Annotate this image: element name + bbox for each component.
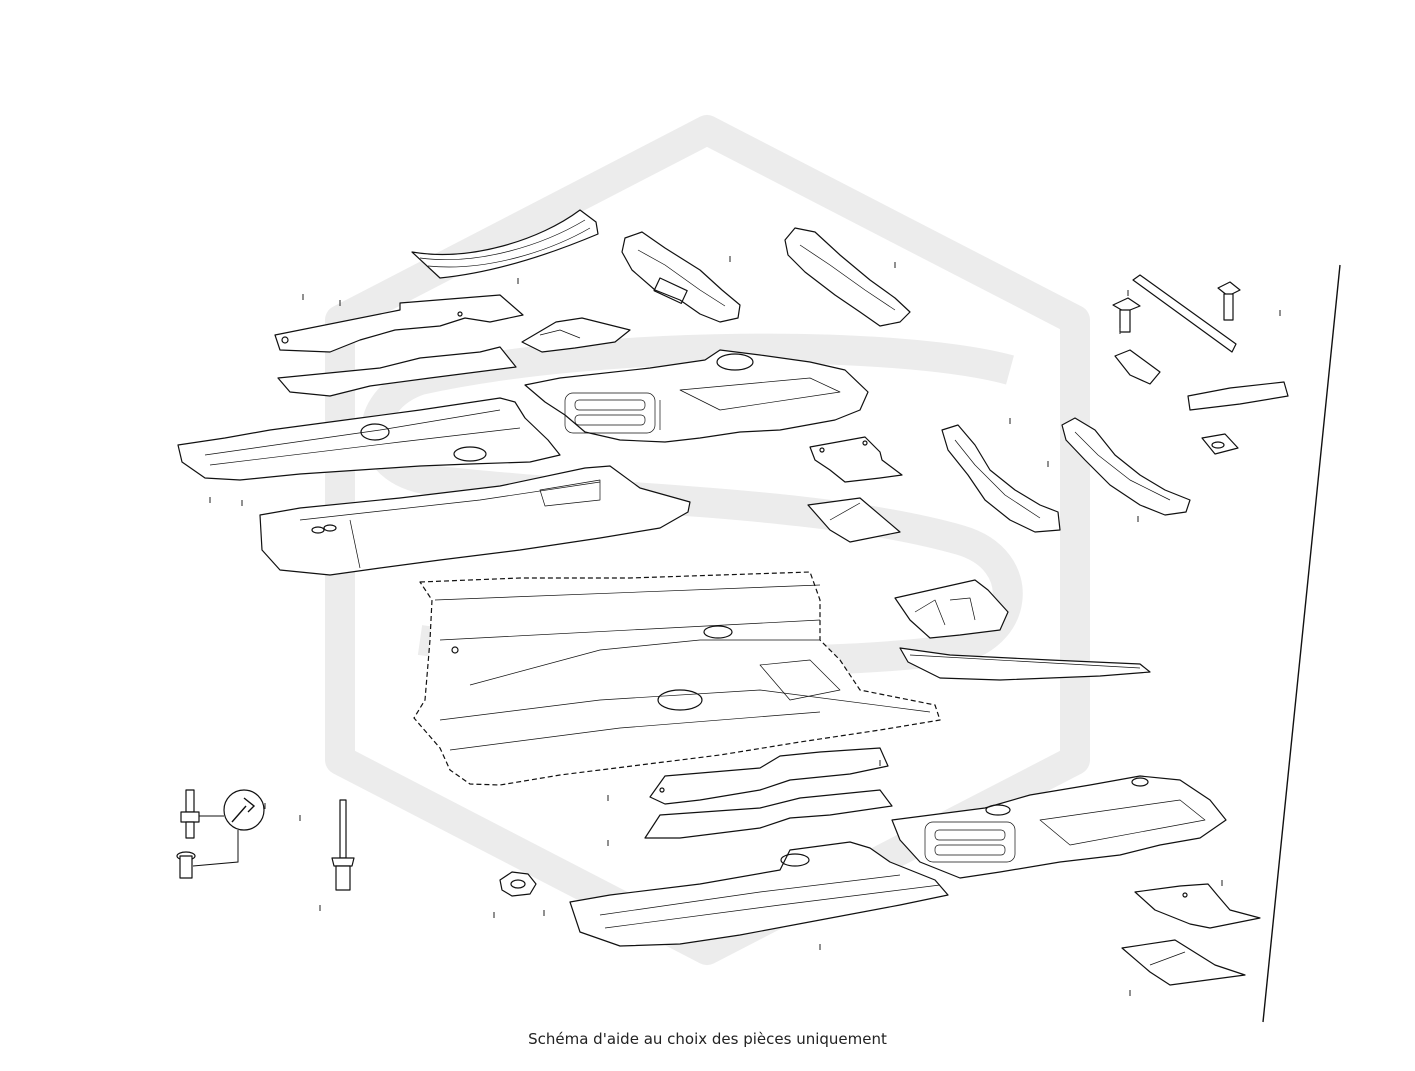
part-front-rail-bracket[interactable]	[621, 231, 741, 323]
part-upper-heat-shield[interactable]	[277, 346, 517, 397]
part-bracket-strip[interactable]	[1187, 381, 1289, 411]
part-tunnel-brace[interactable]	[809, 436, 903, 483]
part-upper-cross-strip[interactable]	[411, 209, 599, 279]
part-rear-rail-bracket[interactable]	[784, 227, 911, 327]
boundary-line	[1262, 264, 1341, 1023]
part-lower-heat-shield[interactable]	[644, 789, 893, 839]
part-grommet[interactable]	[1201, 433, 1239, 455]
leader-ticks	[209, 256, 1281, 996]
diagram-caption: Schéma d'aide au choix des pièces unique…	[528, 1030, 887, 1048]
part-left-floor-longitudinal[interactable]	[177, 397, 561, 481]
part-tunnel-cover[interactable]	[894, 579, 1009, 639]
part-rear-floor-longitudinal[interactable]	[569, 841, 949, 947]
part-right-seat-bracket-b[interactable]	[1061, 417, 1191, 516]
part-front-floor-pan[interactable]	[524, 349, 869, 443]
part-flange-bolt-2[interactable]	[1217, 281, 1241, 321]
part-small-clip[interactable]	[1114, 349, 1161, 385]
part-long-bolt[interactable]	[331, 799, 355, 891]
part-lower-bracket[interactable]	[1134, 883, 1261, 929]
part-rear-floor-pan[interactable]	[891, 775, 1227, 879]
part-right-seat-bracket-a[interactable]	[941, 424, 1061, 533]
part-rocker-extension[interactable]	[899, 647, 1151, 681]
part-side-sill-rail[interactable]	[259, 465, 691, 576]
part-hex-nut[interactable]	[499, 871, 537, 897]
part-wedge-pad[interactable]	[807, 497, 901, 543]
part-small-bracket[interactable]	[521, 317, 631, 353]
wrench-icon	[192, 789, 265, 867]
part-flange-bolt-1[interactable]	[1112, 297, 1141, 333]
part-lower-reinforcement-plate[interactable]	[649, 747, 889, 805]
part-tie-strap[interactable]	[1132, 274, 1237, 353]
part-sleeve-nut[interactable]	[176, 851, 196, 879]
part-lower-wedge-pad[interactable]	[1121, 939, 1246, 986]
part-upper-reinforcement-plate[interactable]	[274, 294, 524, 353]
part-main-floor-panel[interactable]	[413, 571, 941, 786]
part-stud-bolt[interactable]	[180, 789, 200, 839]
